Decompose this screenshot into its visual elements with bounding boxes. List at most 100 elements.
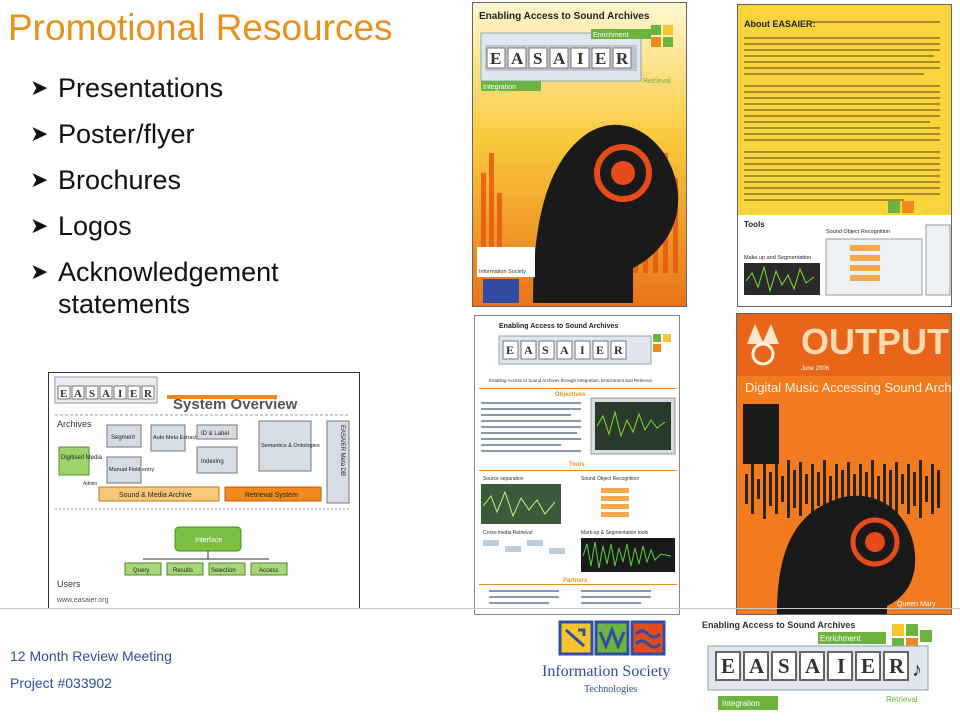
- results-label: Results: [173, 568, 193, 574]
- poster-sound-object: Sound Object Recognition: [581, 476, 639, 482]
- output-magazine-image: OUTPUT June 2006 Digital Music Accessing…: [736, 313, 952, 615]
- svg-text:A: A: [511, 49, 524, 68]
- svg-text:A: A: [74, 388, 82, 400]
- flyer-image: Enabling Access to Sound Archives E A S …: [472, 2, 687, 307]
- svg-text:E: E: [861, 654, 875, 678]
- users-label: Users: [57, 579, 81, 589]
- brochure-art: About EASAIER: Tools Make up and Segment…: [738, 5, 951, 306]
- arrow-bullet-icon: ➤: [30, 75, 49, 100]
- output-masthead: OUTPUT: [801, 321, 949, 362]
- system-overview-diagram: E A S A I E R System Overview Archives D…: [51, 375, 357, 606]
- admin-label: Admin: [83, 481, 97, 487]
- svg-text:E: E: [490, 49, 501, 68]
- segment-label: Segment: [111, 435, 135, 441]
- flyer-heading: Enabling Access to Sound Archives: [479, 11, 650, 22]
- arrow-bullet-icon: ➤: [30, 259, 49, 284]
- semantics-label: Semantics & Ontologies: [261, 443, 320, 449]
- system-overview-image: E A S A I E R System Overview Archives D…: [48, 372, 360, 609]
- output-date: June 2006: [801, 366, 830, 372]
- flyer-ist-label: Information Society: [479, 269, 526, 275]
- bullet-text: Logos: [58, 211, 132, 241]
- access-label: Access: [259, 568, 278, 574]
- easaier-logo-art: Enabling Access to Sound Archives Enrich…: [702, 620, 932, 710]
- svg-text:I: I: [837, 654, 845, 678]
- output-magazine-art: OUTPUT June 2006 Digital Music Accessing…: [737, 314, 952, 614]
- interface-label: Interface: [195, 537, 222, 544]
- url-label: www.easaier.org: [56, 597, 108, 604]
- ist-logo-line2: Technologies: [584, 684, 637, 695]
- id-label-text: ID & Label: [201, 431, 229, 437]
- poster-tools: Tools: [569, 462, 585, 468]
- selection-label: Selection: [211, 568, 236, 574]
- bullet-text: Poster/flyer: [58, 119, 195, 149]
- svg-text:S: S: [778, 654, 790, 678]
- svg-text:I: I: [118, 388, 122, 400]
- svg-text:E: E: [721, 654, 735, 678]
- svg-text:E: E: [595, 49, 606, 68]
- footer-meeting: 12 Month Review Meeting: [10, 648, 172, 664]
- bullet-item: ➤ Logos: [30, 210, 358, 242]
- easaier-logo: Enabling Access to Sound Archives Enrich…: [700, 618, 955, 716]
- output-headline: Digital Music Accessing Sound Archives: [745, 380, 952, 395]
- brochure-tool1: Make up and Segmentation: [744, 255, 811, 261]
- svg-text:S: S: [89, 388, 95, 400]
- bullet-list: ➤Presentations ➤Poster/flyer ➤Brochures …: [30, 72, 358, 334]
- svg-text:A: A: [553, 49, 566, 68]
- auto-meta-label: Auto Meta Extract: [153, 435, 197, 441]
- svg-text:A: A: [749, 654, 765, 678]
- poster-markup: Mark-up & Segmentation tools: [581, 530, 649, 536]
- system-overview-title: System Overview: [173, 396, 298, 413]
- brochure-heading: About EASAIER:: [744, 19, 816, 29]
- bullet-text: Presentations: [58, 73, 224, 103]
- poster-subtitle: Enabling Access to Sound Archives throug…: [489, 378, 652, 383]
- svg-text:I: I: [577, 49, 584, 68]
- svg-text:S: S: [542, 343, 549, 357]
- svg-text:R: R: [889, 654, 905, 678]
- flyer-enrichment: Enrichment: [593, 32, 628, 39]
- svg-text:A: A: [102, 388, 110, 400]
- svg-text:R: R: [616, 49, 629, 68]
- svg-text:E: E: [60, 388, 67, 400]
- query-label: Query: [133, 568, 149, 574]
- svg-text:A: A: [524, 343, 533, 357]
- svg-text:E: E: [130, 388, 137, 400]
- svg-text:R: R: [614, 343, 623, 357]
- sound-media-archive-label: Sound & Media Archive: [119, 492, 192, 499]
- ist-logo-line1: Information Society: [542, 663, 670, 680]
- bullet-item: ➤Poster/flyer: [30, 118, 358, 150]
- archives-label: Archives: [57, 419, 92, 429]
- bullet-item: ➤ Presentations: [30, 72, 358, 104]
- footer-project: Project #033902: [10, 675, 112, 691]
- poster-source-separation: Source separation: [483, 476, 524, 482]
- svg-text:S: S: [533, 49, 542, 68]
- poster-heading: Enabling Access to Sound Archives: [499, 323, 618, 330]
- meta-db-label: EASAIER Meta DB: [339, 425, 345, 476]
- poster-objectives: Objectives: [555, 392, 586, 398]
- logo-enrichment: Enrichment: [820, 634, 861, 643]
- indexing-label: Indexing: [201, 459, 224, 465]
- digitised-media-label: Digitised Media: [61, 455, 103, 461]
- arrow-bullet-icon: ➤: [30, 213, 49, 238]
- ist-logo: Information Society Technologies: [540, 618, 686, 718]
- arrow-bullet-icon: ➤: [30, 167, 49, 192]
- output-publisher: Queen Mary: [897, 601, 936, 608]
- retrieval-system-label: Retrieval System: [245, 492, 298, 499]
- slide-title: Promotional Resources: [8, 7, 393, 48]
- poster-partners: Partners: [563, 578, 588, 584]
- svg-text:R: R: [144, 388, 153, 400]
- flyer-retrieval: Retrieval: [643, 78, 671, 85]
- logo-integration: Integration: [722, 699, 760, 708]
- svg-text:A: A: [805, 654, 821, 678]
- svg-text:A: A: [560, 343, 569, 357]
- poster-art: Enabling Access to Sound Archives E A S …: [479, 323, 677, 604]
- svg-text:E: E: [596, 343, 604, 357]
- manual-field-label: Manual Field entry: [109, 467, 154, 473]
- brochure-image: About EASAIER: Tools Make up and Segment…: [737, 4, 952, 307]
- bullet-item: ➤Acknowledgement statements: [30, 256, 358, 320]
- flyer-art: Enabling Access to Sound Archives E A S …: [473, 3, 686, 306]
- poster-image: Enabling Access to Sound Archives E A S …: [474, 315, 680, 615]
- music-note-icon: ♪: [912, 659, 922, 681]
- poster-cross-media: Cross-media Retrieval: [483, 530, 532, 536]
- ist-logo-art: Information Society Technologies: [542, 620, 670, 695]
- brochure-tool2: Sound Object Recognition: [826, 229, 890, 235]
